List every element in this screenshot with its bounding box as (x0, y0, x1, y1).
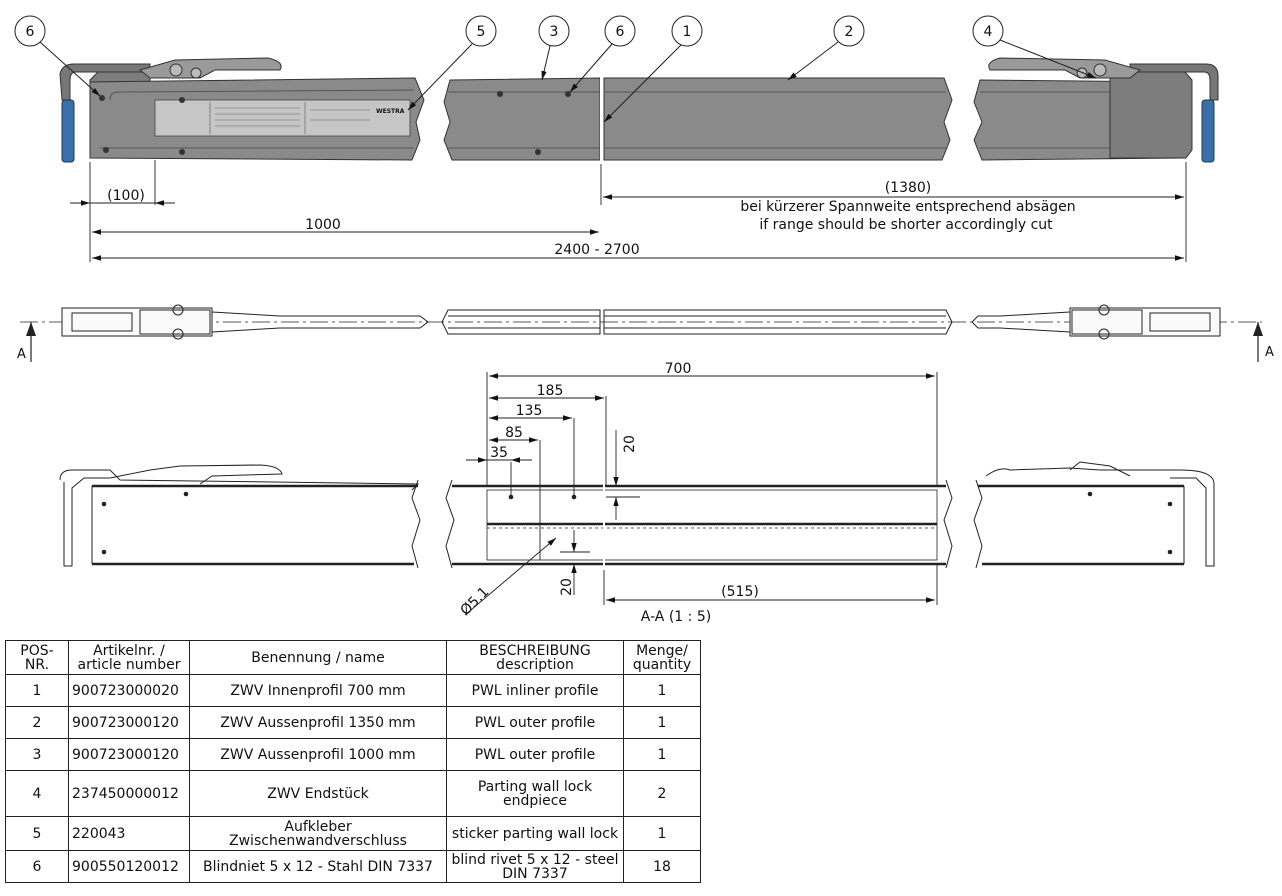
cell-name: ZWV Innenprofil 700 mm (189, 674, 447, 707)
cell-name: Blindniet 5 x 12 - Stahl DIN 7337 (189, 850, 447, 883)
right-endpiece (1109, 71, 1193, 159)
cell-pos: 3 (5, 738, 69, 771)
section-dimensions (464, 372, 938, 616)
svg-text:5: 5 (477, 24, 486, 40)
cell-quantity: 18 (623, 850, 701, 883)
callout-6-left: 6 (14, 15, 101, 97)
header-quantity: Menge/quantity (623, 640, 701, 675)
rivet (179, 149, 185, 155)
dim-85: 85 (505, 425, 523, 441)
long-outer-profile (603, 77, 953, 161)
table-row: 4 237450000012 ZWV Endstück Parting wall… (5, 770, 701, 817)
cell-article: 900723000120 (68, 706, 190, 739)
cut-note-en: if range should be shorter accordingly c… (759, 217, 1053, 233)
cell-pos: 2 (5, 706, 69, 739)
dim-185: 185 (537, 383, 564, 399)
dim-700: 700 (665, 361, 692, 377)
dim-1000: 1000 (305, 217, 341, 233)
rivet (103, 147, 109, 153)
right-blue-grip (1201, 99, 1215, 163)
header-article: Artikelnr. /article number (68, 640, 190, 675)
cell-pos: 5 (5, 816, 69, 851)
cell-article: 900723000120 (68, 738, 190, 771)
cell-article: 900723000020 (68, 674, 190, 707)
section-marker-right: A (1253, 322, 1274, 362)
sticker-brand: WESTRA (376, 108, 405, 115)
dim-20-bottom: 20 (559, 578, 575, 596)
hole-diameter: Ø5.1 (458, 584, 493, 619)
parts-list: POS-NR. Artikelnr. /article number Benen… (5, 640, 701, 883)
front-view: WESTRA (59, 57, 1219, 163)
rivet (565, 91, 571, 97)
table-row: 1 900723000020 ZWV Innenprofil 700 mm PW… (5, 674, 701, 707)
cell-name: ZWV Aussenprofil 1350 mm (189, 706, 447, 739)
svg-text:6: 6 (26, 24, 35, 40)
cell-name: ZWV Endstück (189, 770, 447, 817)
right-lever (988, 57, 1142, 79)
left-lever (138, 57, 282, 79)
svg-text:1: 1 (683, 24, 692, 40)
dim-135: 135 (516, 403, 543, 419)
rivet (497, 91, 503, 97)
cell-quantity: 2 (623, 770, 701, 817)
cell-quantity: 1 (623, 706, 701, 739)
cell-description: PWL outer profile (446, 738, 624, 771)
dim-35: 35 (490, 445, 508, 461)
callout-1: 1 (603, 15, 703, 123)
table-row: 6 900550120012 Blindniet 5 x 12 - Stahl … (5, 850, 701, 883)
callouts: 6 5 3 6 1 2 4 (14, 15, 1097, 123)
front-view-dimensions (70, 160, 1187, 262)
cell-name: ZWV Aussenprofil 1000 mm (189, 738, 447, 771)
cell-pos: 1 (5, 674, 69, 707)
cell-article: 237450000012 (68, 770, 190, 817)
cell-quantity: 1 (623, 816, 701, 851)
dim-20-top: 20 (622, 435, 638, 453)
cell-article: 900550120012 (68, 850, 190, 883)
cell-description: PWL inliner profile (446, 674, 624, 707)
svg-text:4: 4 (984, 24, 993, 40)
table-row: 2 900723000120 ZWV Aussenprofil 1350 mm … (5, 706, 701, 739)
section-marker-left: A (17, 322, 36, 362)
callout-4: 4 (972, 15, 1097, 79)
svg-text:6: 6 (616, 24, 625, 40)
cut-note-de: bei kürzerer Spannweite entsprechend abs… (740, 199, 1075, 215)
header-name: Benennung / name (189, 640, 447, 675)
cell-quantity: 1 (623, 674, 701, 707)
cell-quantity: 1 (623, 738, 701, 771)
callout-3: 3 (538, 15, 570, 81)
cell-pos: 4 (5, 770, 69, 817)
section-view (59, 461, 1215, 570)
rivet (535, 149, 541, 155)
cell-pos: 6 (5, 850, 69, 883)
svg-text:A: A (1265, 345, 1274, 360)
header-pos: POS-NR. (5, 640, 69, 675)
dim-2400-2700: 2400 - 2700 (554, 242, 639, 258)
rivet (179, 97, 185, 103)
dim-100: (100) (107, 188, 145, 204)
svg-text:A: A (17, 347, 26, 362)
cell-article: 220043 (68, 816, 190, 851)
plan-view (20, 304, 1262, 340)
cell-description: sticker parting wall lock (446, 816, 624, 851)
section-title: A-A (1 : 5) (641, 609, 711, 625)
sticker (154, 99, 411, 137)
rivet (99, 95, 105, 101)
cell-description: PWL outer profile (446, 706, 624, 739)
left-blue-grip (61, 99, 75, 163)
table-row: 3 900723000120 ZWV Aussenprofil 1000 mm … (5, 738, 701, 771)
svg-text:3: 3 (550, 24, 559, 40)
callout-5: 5 (407, 15, 497, 111)
dim-1380: (1380) (885, 180, 932, 196)
parts-header-row: POS-NR. Artikelnr. /article number Benen… (5, 640, 701, 675)
svg-text:2: 2 (845, 24, 854, 40)
dim-515: (515) (721, 584, 759, 600)
callout-2: 2 (787, 15, 865, 81)
callout-6-mid: 6 (569, 15, 636, 93)
